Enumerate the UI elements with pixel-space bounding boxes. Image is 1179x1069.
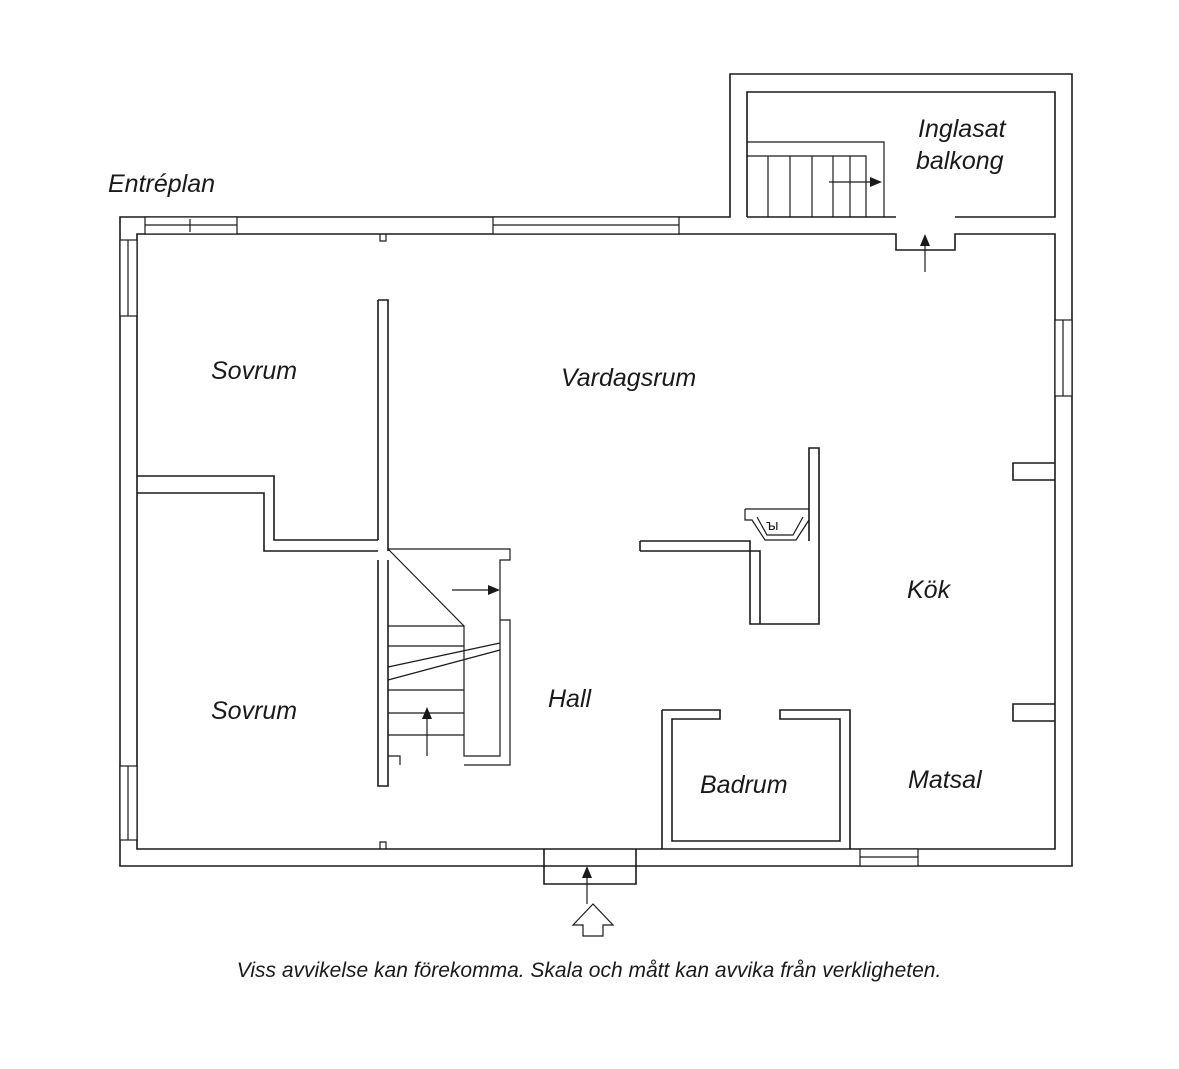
balcony-door-arrow [920,234,930,272]
room-label-balcony-line1: Inglasat [918,115,1007,143]
room-label-dining-room: Matsal [908,766,983,794]
balcony-stairs [747,141,885,217]
room-label-bedroom-lower: Sovrum [211,697,297,725]
room-label-living-room: Vardagsrum [561,364,696,392]
outer-walls [119,73,1073,867]
plan-title: Entréplan [108,170,215,198]
svg-text:ꙑ: ꙑ [766,518,779,534]
room-label-kitchen: Kök [907,576,952,604]
windows [119,216,1073,867]
room-label-bedroom-upper: Sovrum [211,357,297,385]
disclaimer-text: Viss avvikelse kan förekomma. Skala och … [237,959,942,982]
room-label-bathroom: Badrum [700,771,788,799]
main-staircase [387,548,511,766]
room-label-hall: Hall [548,685,593,713]
entrance-arrow [571,866,615,937]
room-label-balcony-line2: balkong [916,147,1004,175]
